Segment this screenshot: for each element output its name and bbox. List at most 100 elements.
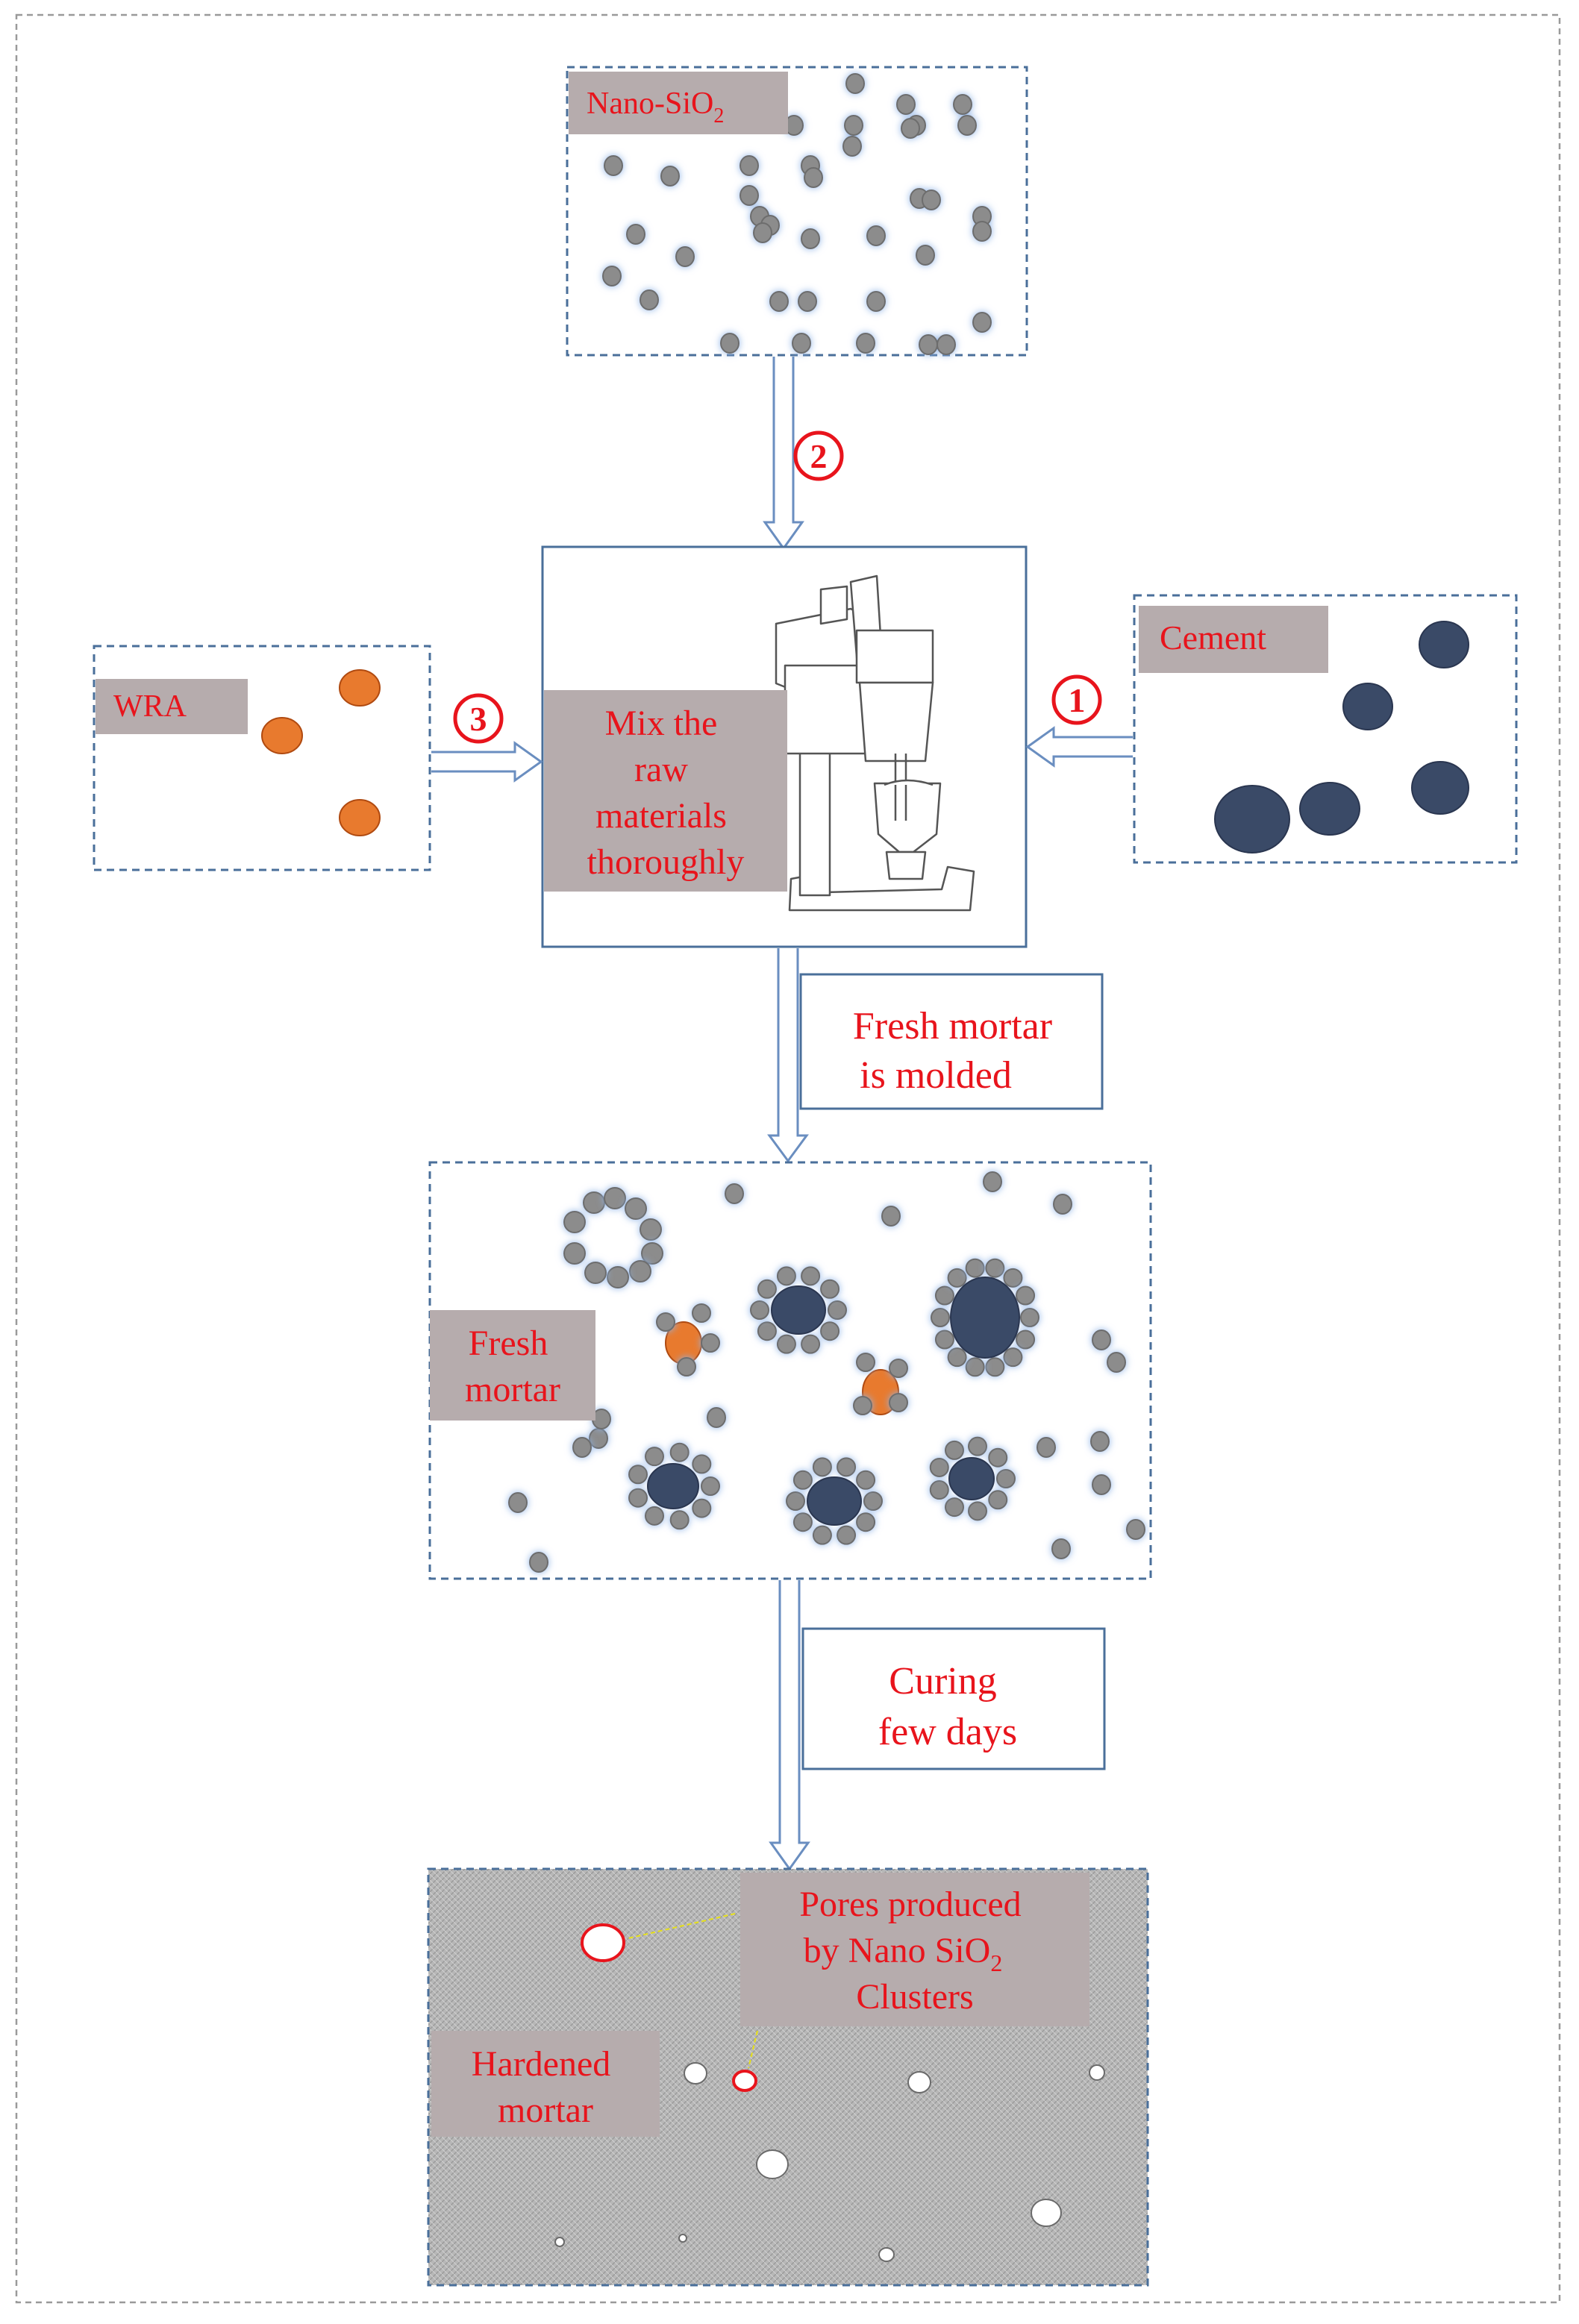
nano-sio2-particle bbox=[1020, 1308, 1039, 1327]
nano-sio2-particle bbox=[1016, 1285, 1036, 1306]
fresh-mortar-molded-box bbox=[799, 973, 1104, 1110]
nano-sio2-particle bbox=[776, 1334, 796, 1354]
nano-sio2-particle bbox=[801, 1334, 821, 1354]
nano-sio2-particle bbox=[934, 1285, 954, 1306]
nano-sio2-particle bbox=[866, 291, 886, 312]
nano-sio2-particle bbox=[640, 1218, 662, 1241]
nano-sio2-particle bbox=[563, 1242, 586, 1265]
step-1-marker bbox=[1051, 674, 1102, 725]
nano-sio2-particle bbox=[669, 1442, 690, 1462]
arrow-cement-to-mixer bbox=[1025, 726, 1133, 768]
step-3-marker bbox=[453, 693, 504, 744]
pore-pointer-lines bbox=[628, 1913, 758, 2069]
nano-sio2-particle bbox=[820, 1321, 840, 1341]
nano-sio2-particle bbox=[896, 94, 916, 115]
fresh-particle-group bbox=[508, 1171, 1145, 1573]
nano-sio2-particle bbox=[953, 94, 972, 115]
nano-sio2-particle bbox=[996, 1469, 1016, 1488]
nano-sio2-particle bbox=[677, 1357, 696, 1376]
nano-sio2-particle bbox=[863, 1491, 883, 1511]
cement-particle bbox=[950, 1277, 1020, 1359]
nano-sio2-particle bbox=[844, 115, 863, 136]
wra-label-bg bbox=[96, 679, 248, 734]
nano-sio2-particle bbox=[985, 1357, 1005, 1377]
nano-sio2-particle bbox=[1036, 1437, 1056, 1458]
nano-sio2-particle bbox=[934, 1329, 954, 1350]
nano-sio2-particle bbox=[856, 1353, 875, 1372]
nano-particle-group bbox=[602, 73, 992, 355]
nano-sio2-label: Nano-SiO2 bbox=[587, 87, 724, 128]
mixer-label: Mix the raw materials thoroughly bbox=[587, 704, 745, 882]
nano-sio2-particle bbox=[707, 1407, 726, 1428]
step-1-label: 1 bbox=[1069, 681, 1086, 719]
nano-sio2-particle bbox=[1092, 1474, 1111, 1495]
nano-sio2-particle bbox=[583, 1191, 605, 1214]
nano-sio2-particle bbox=[889, 1359, 908, 1378]
pores-label: Pores produced by Nano SiO2 Clusters bbox=[799, 1885, 1030, 2017]
nano-sio2-particle bbox=[720, 333, 740, 354]
nano-sio2-particle bbox=[725, 1183, 744, 1204]
nano-sio2-particle bbox=[740, 185, 759, 206]
nano-sio2-particle bbox=[965, 1258, 985, 1278]
nano-sio2-particle bbox=[812, 1525, 832, 1545]
nano-sio2-particle bbox=[792, 1470, 813, 1490]
curing-box bbox=[801, 1627, 1106, 1770]
nano-sio2-particle bbox=[656, 1312, 675, 1332]
nano-sio2-particle bbox=[607, 1266, 629, 1288]
nano-sio2-particle bbox=[798, 291, 817, 312]
nano-sio2-particle bbox=[584, 1262, 607, 1284]
nano-sio2-particle bbox=[692, 1498, 712, 1518]
nano-sio2-particle bbox=[1003, 1347, 1023, 1368]
nano-sio2-particle bbox=[988, 1490, 1008, 1510]
nano-sio2-particle bbox=[626, 224, 645, 245]
nano-sio2-particle bbox=[645, 1447, 664, 1467]
pore-small-highlight bbox=[732, 2070, 757, 2092]
arrow-mixer-to-fresh bbox=[767, 948, 809, 1163]
nano-sio2-particle bbox=[845, 73, 865, 94]
arrow-wra-to-mixer bbox=[431, 741, 543, 783]
wra-particles bbox=[261, 669, 381, 836]
nano-sio2-particle bbox=[589, 1428, 608, 1449]
nano-sio2-particle bbox=[957, 115, 977, 136]
nano-sio2-particle bbox=[1126, 1519, 1145, 1540]
nano-sio2-particle bbox=[916, 245, 935, 266]
fresh-mortar-molded-label: Fresh mortar is molded bbox=[853, 1005, 1062, 1097]
nano-sio2-particle bbox=[769, 291, 789, 312]
fresh-mortar-label: Fresh mortar bbox=[465, 1324, 560, 1409]
nano-sio2-particle bbox=[967, 1501, 987, 1521]
nano-sio2-label-bg bbox=[569, 72, 788, 134]
nano-sio2-particle bbox=[753, 222, 772, 243]
nano-sio2-particle bbox=[947, 1268, 967, 1288]
pores-label-bg bbox=[740, 1873, 1089, 2026]
nano-sio2-particle bbox=[856, 333, 875, 354]
nano-sio2-particle bbox=[881, 1206, 901, 1227]
nano-sio2-particle bbox=[701, 1476, 720, 1496]
outer-frame bbox=[15, 13, 1561, 2304]
nano-sio2-particle bbox=[750, 1300, 769, 1320]
nano-sio2-particle bbox=[645, 1506, 664, 1526]
nano-sio2-particle bbox=[628, 1488, 648, 1508]
mixer-label-bg bbox=[544, 690, 787, 892]
nano-sio2-particle bbox=[1003, 1268, 1023, 1288]
nano-sio2-particle bbox=[812, 1457, 832, 1477]
nano-sio2-particle bbox=[945, 1497, 964, 1518]
nano-sio2-particle bbox=[660, 166, 680, 187]
pore-large-highlight bbox=[581, 1923, 625, 1962]
nano-sio2-particle bbox=[701, 1333, 720, 1353]
nano-sio2-particle bbox=[837, 1457, 857, 1477]
hardened-mortar-label: Hardened mortar bbox=[472, 2044, 620, 2130]
nano-sio2-particle bbox=[856, 1512, 876, 1532]
nano-sio2-particle bbox=[856, 1470, 876, 1490]
nano-sio2-particle bbox=[929, 1480, 949, 1500]
nano-sio2-particle bbox=[692, 1303, 711, 1323]
cement-particle bbox=[771, 1285, 826, 1335]
wra-label: WRA bbox=[113, 689, 187, 724]
pore-group bbox=[554, 2062, 1105, 2262]
cement-label: Cement bbox=[1160, 618, 1266, 657]
cement-particle bbox=[647, 1463, 699, 1509]
nano-sio2-particle bbox=[922, 190, 941, 210]
nano-sio2-particle bbox=[792, 1512, 813, 1532]
nano-sio2-particle bbox=[837, 1525, 857, 1545]
nano-sio2-particle bbox=[820, 1279, 840, 1299]
